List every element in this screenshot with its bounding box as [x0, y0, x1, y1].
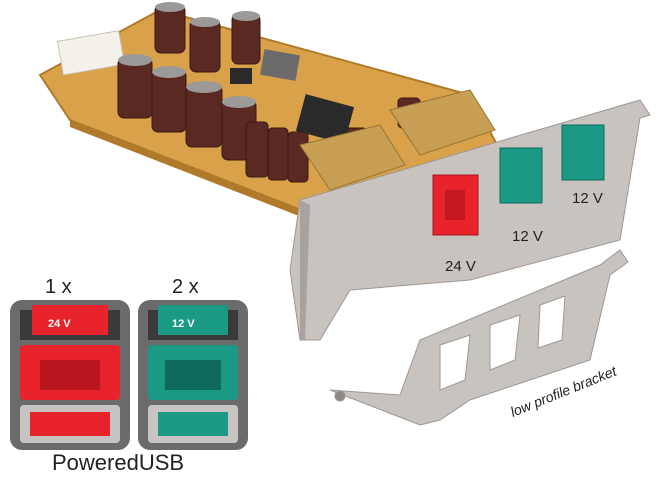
- voltage-12-label-a: 12 V: [512, 228, 543, 245]
- green-port-1: [499, 147, 543, 204]
- low-profile-bracket: [329, 249, 629, 426]
- inductor: [260, 49, 300, 81]
- red-port-label: 24 V: [48, 318, 71, 330]
- voltage-12-label-b: 12 V: [572, 190, 603, 207]
- count-green: 2 x: [172, 276, 199, 298]
- green-port-2: [561, 124, 605, 181]
- power-connector: [56, 30, 126, 76]
- chip: [295, 94, 355, 144]
- green-connector-icon: [138, 300, 248, 450]
- green-port-label: 12 V: [172, 318, 195, 330]
- pcb-edge: [70, 120, 340, 232]
- red-connector-icon: [10, 300, 130, 450]
- capacitors: [117, 4, 421, 183]
- brand-label: PoweredUSB: [52, 450, 185, 475]
- count-red: 1 x: [45, 276, 72, 298]
- voltage-24-label: 24 V: [445, 258, 476, 275]
